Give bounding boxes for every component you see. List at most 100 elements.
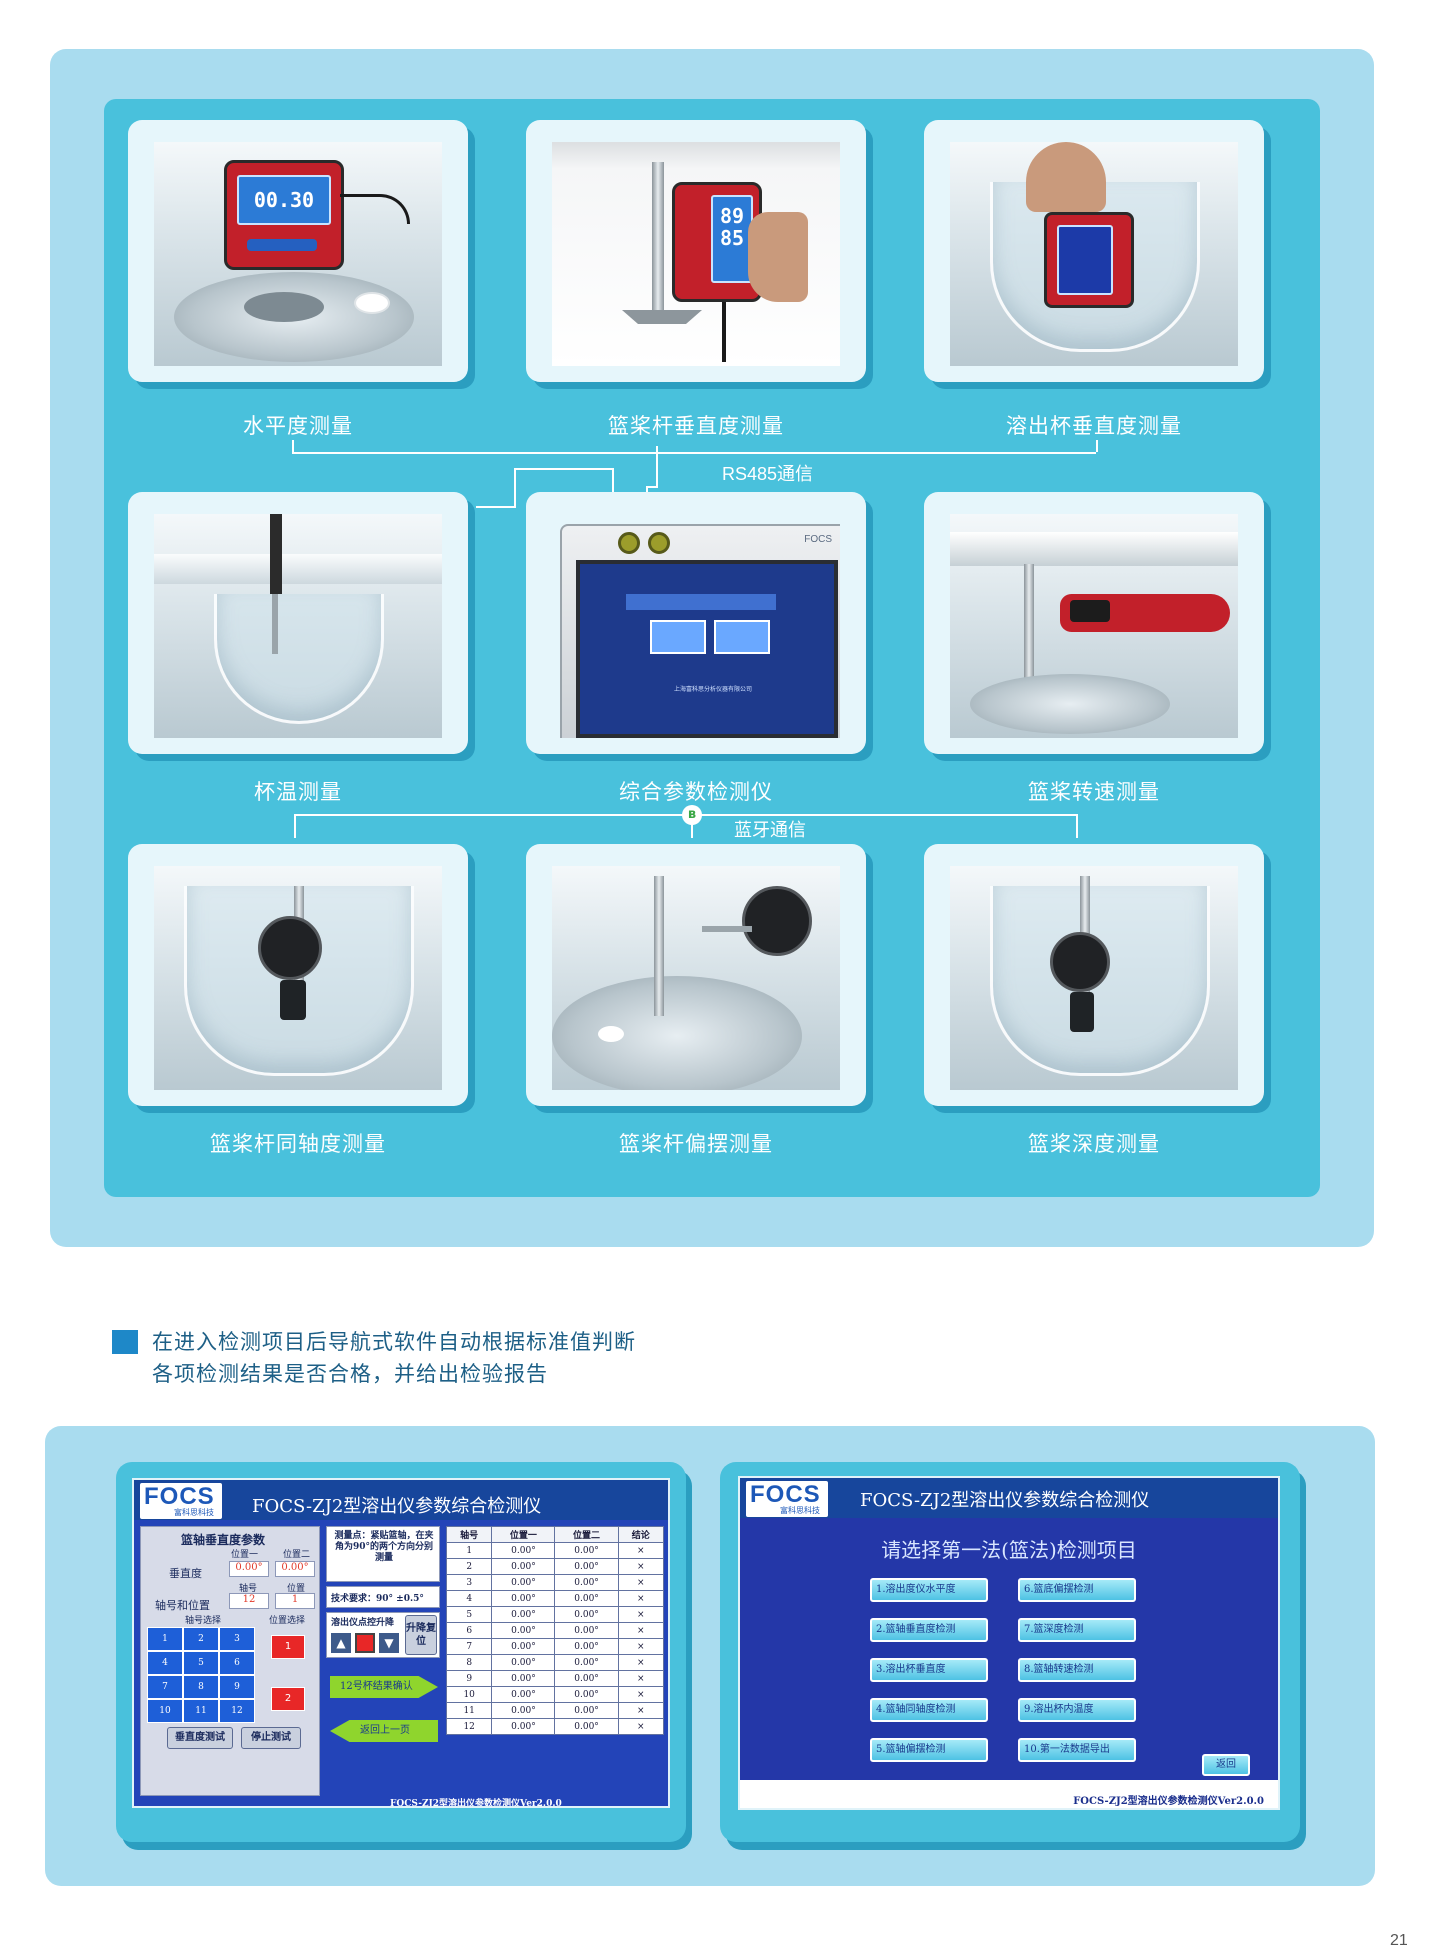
left-logo: FOCS 富科思科技: [140, 1483, 222, 1519]
pos-button-2[interactable]: 2: [271, 1687, 305, 1711]
verticality-value-2: 0.00°: [275, 1561, 315, 1577]
item-button-6[interactable]: 6.篮底偏摆检测: [1018, 1578, 1136, 1602]
photo-cup-temp: [154, 514, 442, 738]
table-cell: 0.00°: [554, 1574, 619, 1591]
table-cell: 9: [445, 1670, 493, 1687]
wire-center-elbow: [646, 486, 658, 488]
axis-button-7[interactable]: 7: [147, 1675, 183, 1699]
axis-button-4[interactable]: 4: [147, 1651, 183, 1675]
lift-down-icon[interactable]: ▼: [379, 1633, 399, 1653]
table-cell: 4: [445, 1590, 493, 1607]
table-cell: ×: [617, 1670, 665, 1687]
tech-requirement: 技术要求：90° ±0.5°: [331, 1594, 424, 1604]
tech-req-box: 技术要求：90° ±0.5°: [326, 1586, 440, 1608]
table-cell: 0.00°: [491, 1718, 556, 1735]
th-pos2: 位置二: [554, 1526, 619, 1543]
back-button[interactable]: 返回: [1202, 1754, 1250, 1776]
table-cell: 10: [445, 1686, 493, 1703]
stop-test-button[interactable]: 停止测试: [241, 1727, 301, 1749]
table-cell: 8: [445, 1654, 493, 1671]
axis-button-10[interactable]: 10: [147, 1699, 183, 1723]
caption-vessel-vertical: 溶出杯垂直度测量: [1006, 414, 1182, 438]
axis-button-3[interactable]: 3: [219, 1627, 255, 1651]
th-pos1: 位置一: [491, 1526, 556, 1543]
item-button-7[interactable]: 7.篮深度检测: [1018, 1618, 1136, 1642]
back-previous-arrow[interactable]: 返回上一页: [330, 1720, 438, 1742]
table-cell: 0.00°: [491, 1622, 556, 1639]
bullet-line-2: 各项检测结果是否合格，并给出检验报告: [152, 1362, 548, 1386]
pos-value: 1: [275, 1593, 315, 1609]
table-cell: 0.00°: [491, 1686, 556, 1703]
table-cell: 12: [445, 1718, 493, 1735]
right-footer-bar: FOCS-ZJ2型溶出仪参数检测仪Ver2.0.0: [740, 1780, 1278, 1808]
wire-left-bend: [514, 468, 516, 506]
table-cell: ×: [617, 1718, 665, 1735]
table-cell: 0.00°: [554, 1654, 619, 1671]
param-panel: 篮轴垂直度参数 位置一 位置二 垂直度 0.00° 0.00° 轴号 位置 轴号…: [140, 1526, 320, 1796]
table-cell: 0.00°: [554, 1702, 619, 1719]
item-button-3[interactable]: 3.溶出杯垂直度: [870, 1658, 988, 1682]
table-cell: 0.00°: [491, 1606, 556, 1623]
table-cell: 11: [445, 1702, 493, 1719]
table-cell: 0.00°: [491, 1702, 556, 1719]
item-button-2[interactable]: 2.篮轴垂直度检测: [870, 1618, 988, 1642]
photo-level: 00.30: [154, 142, 442, 366]
card-depth: [924, 844, 1264, 1106]
card-cup-temp: [128, 492, 468, 754]
axis-button-11[interactable]: 11: [183, 1699, 219, 1723]
item-button-4[interactable]: 4.篮轴同轴度检测: [870, 1698, 988, 1722]
th-axis: 轴号: [445, 1526, 493, 1543]
axis-button-2[interactable]: 2: [183, 1627, 219, 1651]
table-cell: ×: [617, 1686, 665, 1703]
shaft-display-1: 89: [719, 204, 745, 228]
axis-button-1[interactable]: 1: [147, 1627, 183, 1651]
right-screen-title: FOCS-ZJ2型溶出仪参数综合检测仪: [860, 1490, 1150, 1511]
table-cell: 0.00°: [554, 1638, 619, 1655]
table-cell: 7: [445, 1638, 493, 1655]
photo-vessel-vertical: [950, 142, 1238, 366]
table-cell: 0.00°: [491, 1654, 556, 1671]
wire-left-branch: [514, 468, 612, 470]
table-cell: 0.00°: [491, 1638, 556, 1655]
item-button-10[interactable]: 10.第一法数据导出: [1018, 1738, 1136, 1762]
right-footer: FOCS-ZJ2型溶出仪参数检测仪Ver2.0.0: [1073, 1796, 1264, 1807]
confirm-result-arrow[interactable]: 12号杯结果确认: [330, 1676, 438, 1698]
axis-button-8[interactable]: 8: [183, 1675, 219, 1699]
pos-button-1[interactable]: 1: [271, 1635, 305, 1659]
verticality-label: 垂直度: [169, 1567, 202, 1580]
lift-stop-icon[interactable]: [355, 1633, 375, 1653]
bullet-line-1: 在进入检测项目后导航式软件自动根据标准值判断: [152, 1330, 636, 1354]
lift-reset-button[interactable]: 升降复位: [405, 1615, 437, 1655]
item-button-1[interactable]: 1.溶出度仪水平度: [870, 1578, 988, 1602]
card-instrument: FOCS 上海富科思分析仪器有限公司: [526, 492, 866, 754]
axis-button-9[interactable]: 9: [219, 1675, 255, 1699]
verticality-test-button[interactable]: 垂直度测试: [167, 1727, 233, 1749]
bt-wire-center: [691, 824, 693, 838]
right-screen-header: FOCS 富科思科技 FOCS-ZJ2型溶出仪参数综合检测仪: [740, 1478, 1278, 1518]
item-button-8[interactable]: 8.篮轴转速检测: [1018, 1658, 1136, 1682]
item-button-5[interactable]: 5.篮轴偏摆检测: [870, 1738, 988, 1762]
table-cell: ×: [617, 1606, 665, 1623]
wire-horizontal: [292, 452, 1096, 454]
table-cell: ×: [617, 1558, 665, 1575]
axis-button-6[interactable]: 6: [219, 1651, 255, 1675]
item-button-9[interactable]: 9.溶出杯内温度: [1018, 1698, 1136, 1722]
table-cell: ×: [617, 1702, 665, 1719]
axis-button-5[interactable]: 5: [183, 1651, 219, 1675]
instrument-screen: 上海富科思分析仪器有限公司: [576, 560, 838, 738]
photo-depth: [950, 866, 1238, 1090]
table-cell: ×: [617, 1654, 665, 1671]
lift-control-box: 溶出仪点控升降 ▲ ▼ 升降复位: [326, 1612, 440, 1658]
left-footer: FOCS-ZJ2型溶出仪参数检测仪Ver2.0.0: [390, 1799, 562, 1808]
lift-up-icon[interactable]: ▲: [331, 1633, 351, 1653]
table-cell: 0.00°: [491, 1542, 556, 1559]
table-cell: ×: [617, 1590, 665, 1607]
card-coaxial: [128, 844, 468, 1106]
axis-button-12[interactable]: 12: [219, 1699, 255, 1723]
